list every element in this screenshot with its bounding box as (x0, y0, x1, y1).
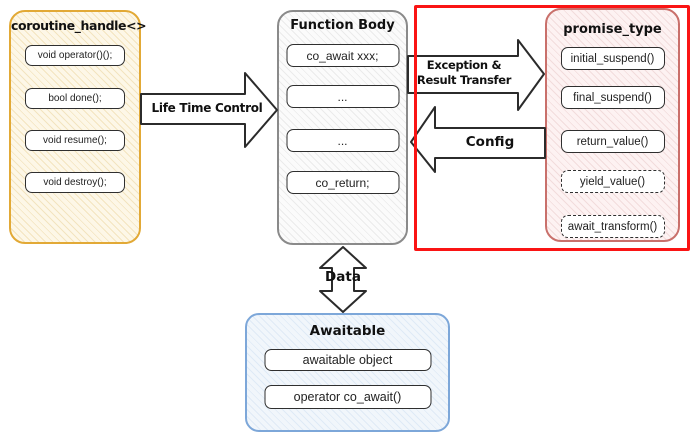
item-co-return: co_return; (286, 171, 399, 194)
awaitable-box: Awaitable awaitable object operator co_a… (245, 313, 450, 432)
config-label: Config (465, 134, 515, 150)
item-ellipsis-1: ... (286, 85, 399, 108)
awaitable-title: Awaitable (309, 323, 386, 339)
item-final-suspend: final_suspend() (560, 86, 665, 109)
exception-result-transfer-arrow (407, 39, 545, 111)
item-return-value: return_value() (560, 130, 665, 153)
item-bool-done: bool done(); (25, 88, 125, 109)
coroutine-handle-box: coroutine_handle<> void operator()(); bo… (9, 10, 147, 244)
item-ellipsis-2: ... (286, 129, 399, 152)
item-void-operator: void operator()(); (25, 45, 125, 66)
life-time-control-label: Life Time Control (151, 101, 263, 115)
promise-type-title: promise_type (563, 22, 662, 37)
exception-result-transfer-label: Exception & Result Transfer (404, 58, 524, 88)
item-await-transform: await_transform() (560, 215, 665, 238)
item-initial-suspend: initial_suspend() (560, 47, 665, 70)
config-arrow (410, 106, 546, 173)
function-body-title: Function Body (290, 18, 395, 33)
item-co-await: co_await xxx; (286, 44, 399, 67)
item-awaitable-object: awaitable object (264, 349, 431, 371)
function-body-box: Function Body co_await xxx; ... ... co_r… (277, 10, 408, 245)
exception-label-line1: Exception & (426, 58, 502, 72)
data-label: Data (325, 269, 361, 285)
item-yield-value: yield_value() (560, 170, 665, 193)
promise-type-box: promise_type initial_suspend() final_sus… (545, 8, 680, 242)
item-void-destroy: void destroy(); (25, 172, 125, 193)
data-arrow (319, 246, 367, 313)
item-void-resume: void resume(); (25, 130, 125, 151)
item-operator-co-await: operator co_await() (264, 385, 431, 409)
life-time-control-arrow (140, 72, 278, 148)
coroutine-handle-title: coroutine_handle<> (11, 18, 147, 33)
exception-label-line2: Result Transfer (416, 72, 512, 87)
